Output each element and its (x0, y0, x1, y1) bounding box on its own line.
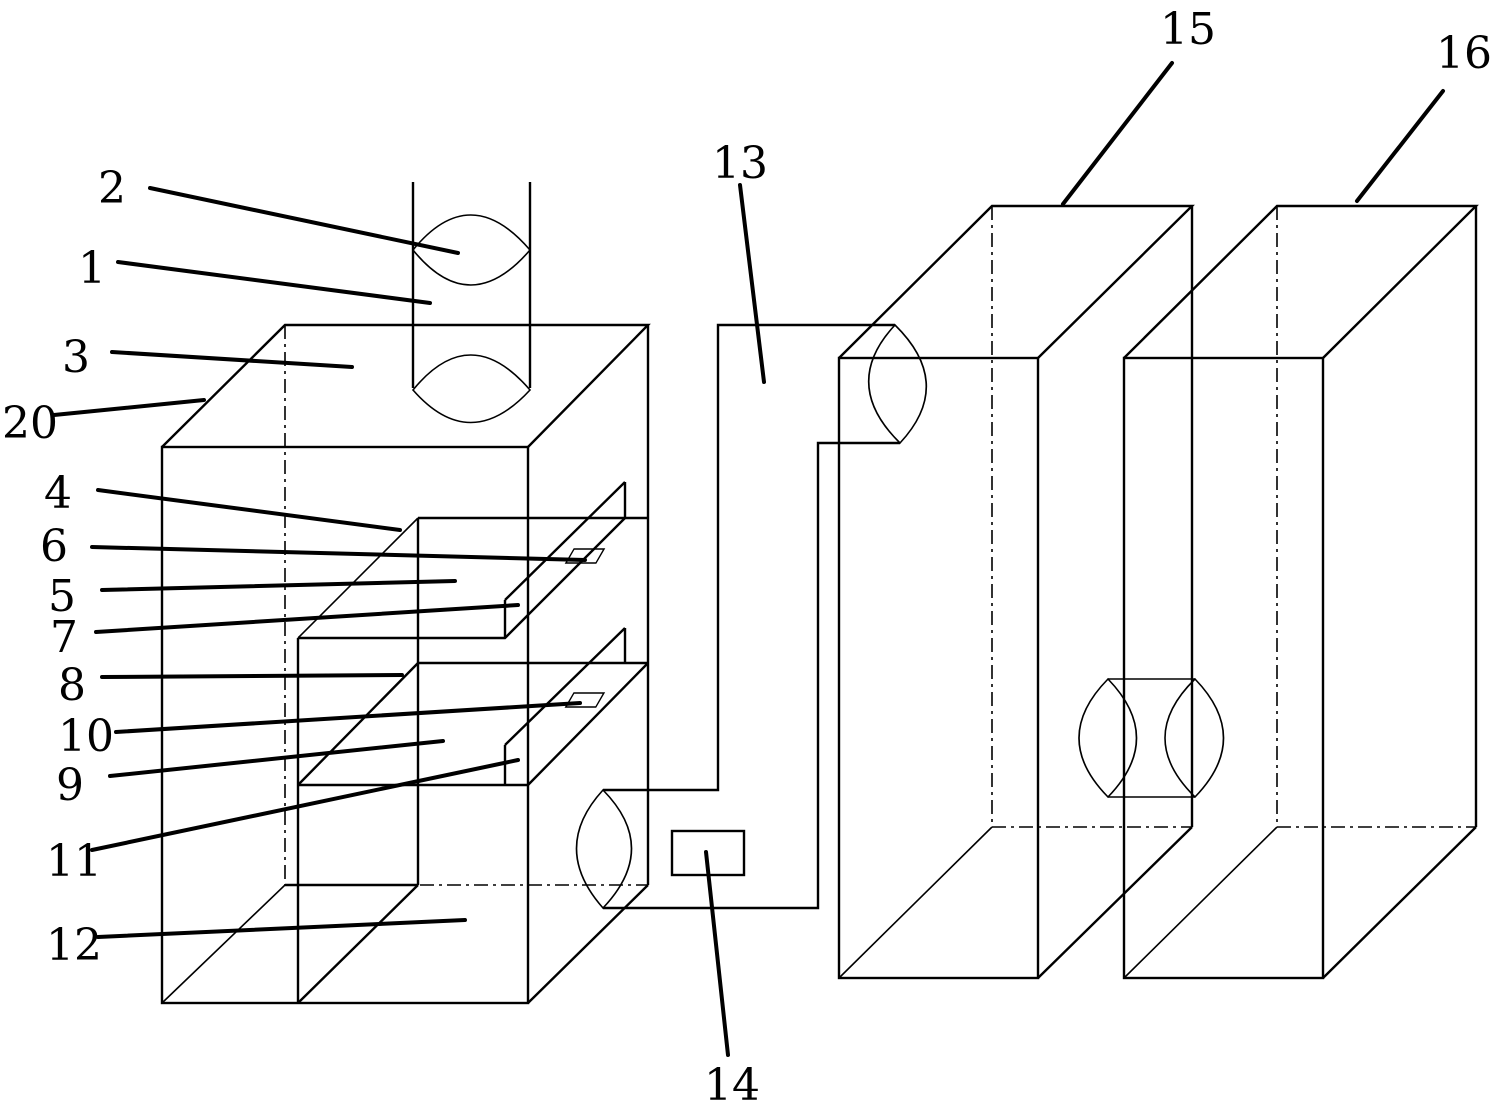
label-12: 12 (46, 920, 102, 971)
callout-labels: 2 1 3 20 4 6 5 7 8 10 9 11 12 13 14 15 1… (2, 4, 1492, 1110)
label-2: 2 (98, 163, 126, 214)
label-20: 20 (2, 398, 58, 449)
label-16: 16 (1436, 28, 1492, 79)
label-11: 11 (46, 836, 102, 887)
lower-tray (297, 627, 649, 787)
inner-partition (285, 517, 420, 1004)
label-1: 1 (78, 243, 106, 294)
connecting-pipe (575, 323, 928, 910)
label-9: 9 (56, 760, 84, 811)
tank-16 (1122, 204, 1479, 980)
label-6: 6 (40, 521, 68, 572)
label-3: 3 (62, 332, 90, 383)
inlet-pipe (411, 182, 532, 424)
leader-lines (52, 61, 1445, 1057)
label-13: 13 (712, 138, 768, 189)
label-10: 10 (58, 711, 114, 762)
label-15: 15 (1160, 4, 1216, 55)
label-14: 14 (704, 1060, 760, 1110)
label-8: 8 (58, 660, 86, 711)
tank-connector (1078, 677, 1225, 799)
label-5: 5 (48, 571, 76, 622)
label-7: 7 (50, 612, 78, 663)
tank-15 (837, 204, 1195, 980)
label-4: 4 (44, 468, 72, 519)
